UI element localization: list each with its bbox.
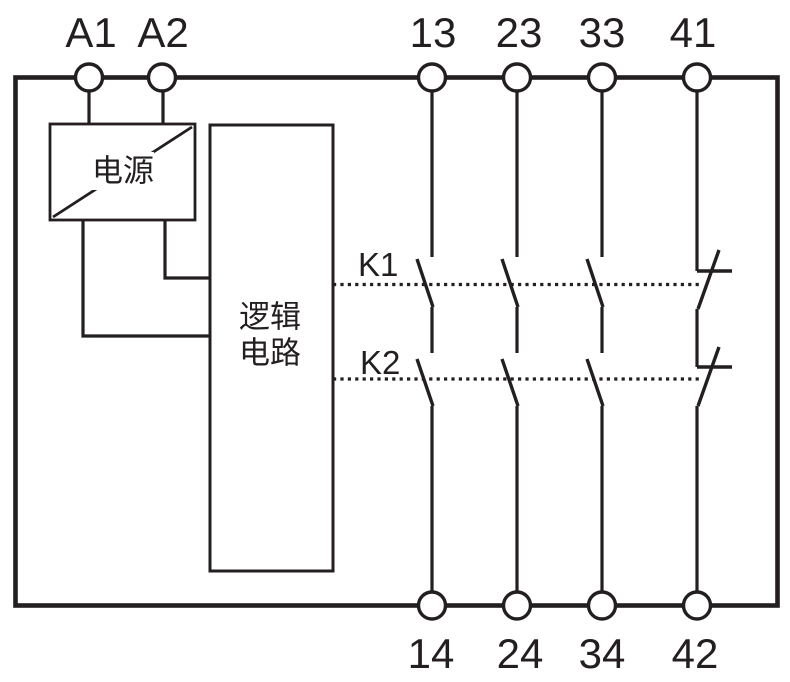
terminal-24-circle <box>501 590 533 621</box>
terminal-label-42: 42 <box>672 630 719 677</box>
terminal-labels-top: A1 A2 13 23 33 41 <box>65 9 716 56</box>
k2-linkage: K2 <box>333 344 702 381</box>
terminal-34-circle <box>586 590 618 621</box>
k1-nc-contact-arm-41 <box>696 249 721 310</box>
terminal-label-34: 34 <box>579 630 626 677</box>
terminal-label-24: 24 <box>497 630 544 677</box>
k1-no-contact-arm-23 <box>500 258 520 308</box>
terminal-13-circle <box>416 62 448 93</box>
wire-power-to-logic-lower <box>81 220 210 338</box>
power-supply-label: 电源 <box>92 154 154 189</box>
k2-no-contact-arm-24 <box>500 358 520 407</box>
power-supply-box <box>48 122 197 222</box>
power-supply-block: 电源 <box>48 91 210 338</box>
k2-no-contact-arm-14 <box>415 358 435 407</box>
logic-circuit-block: 逻辑 电路 <box>208 123 335 573</box>
terminal-23-circle <box>501 62 533 93</box>
power-label-background <box>92 152 154 190</box>
logic-label-line2: 电路 <box>239 336 301 371</box>
terminals <box>73 62 713 621</box>
contact-column-13-14 <box>415 91 435 592</box>
k1-no-contact-arm-33 <box>585 258 605 308</box>
wire-power-to-logic-upper <box>163 220 210 280</box>
terminal-42-circle <box>681 590 713 621</box>
contact-column-41-42 <box>695 91 732 592</box>
terminal-label-a2: A2 <box>137 9 188 56</box>
terminal-a2-circle <box>146 62 178 93</box>
k2-nc-contact-arm-42 <box>696 346 721 407</box>
enclosure-outline <box>13 75 780 608</box>
terminal-label-33: 33 <box>579 9 626 56</box>
contact-column-23-24 <box>500 91 520 592</box>
terminal-label-41: 41 <box>670 9 717 56</box>
terminal-33-circle <box>586 62 618 93</box>
terminal-a1-circle <box>73 62 105 93</box>
k1-no-contact-arm-13 <box>415 258 435 308</box>
terminal-label-14: 14 <box>408 630 455 677</box>
logic-label-line1: 逻辑 <box>239 300 301 335</box>
logic-circuit-box <box>208 123 335 573</box>
terminal-label-13: 13 <box>410 9 457 56</box>
k2-label: K2 <box>360 344 400 381</box>
terminal-labels-bottom: 14 24 34 42 <box>408 630 719 677</box>
k1-linkage: K1 <box>333 246 703 287</box>
k1-label: K1 <box>358 246 398 283</box>
contact-column-33-34 <box>585 91 605 592</box>
terminal-label-23: 23 <box>496 9 543 56</box>
terminal-14-circle <box>416 590 448 621</box>
k2-no-contact-arm-34 <box>585 358 605 407</box>
terminal-41-circle <box>681 62 713 93</box>
terminal-label-a1: A1 <box>65 9 116 56</box>
